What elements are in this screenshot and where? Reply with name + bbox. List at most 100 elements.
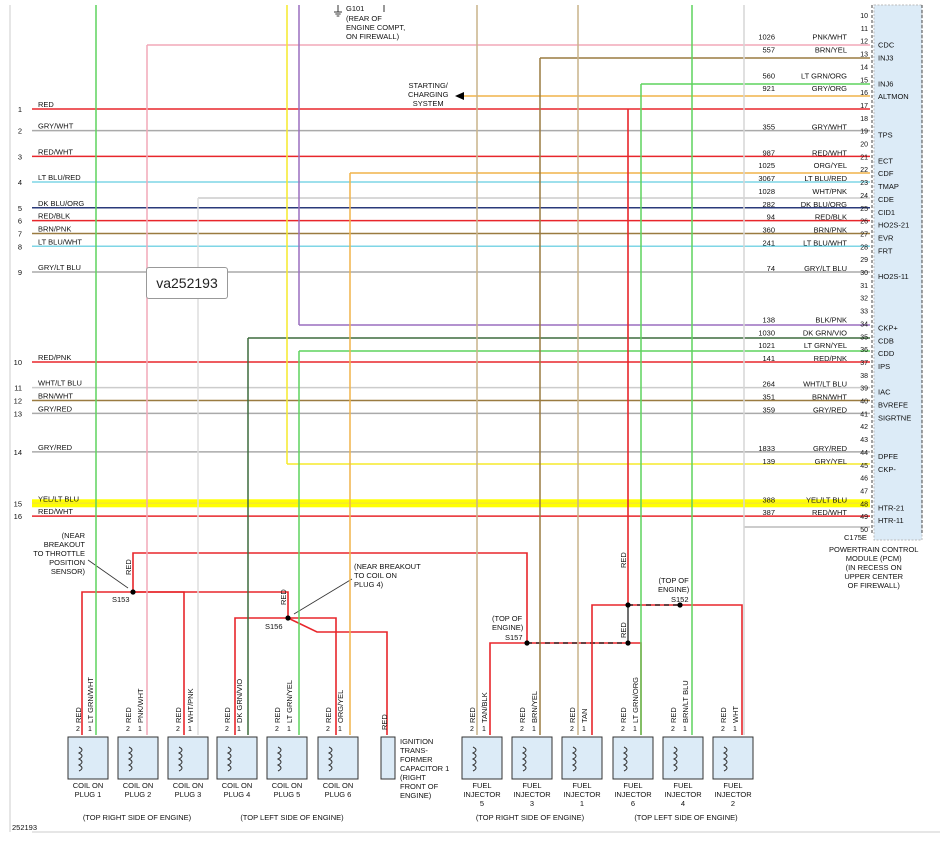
doc-number: 252193 [12,823,38,832]
pcm-pin-function: HO2S-11 [878,272,909,281]
wire-number: 15 [14,499,22,508]
component-body [167,736,209,780]
pcm-pin-number: 17 [860,103,868,110]
pin-2-wire-color: RED [74,707,83,723]
coil-symbol [471,746,477,772]
pcm-wire-color: PNK/WHT [812,33,847,42]
pcm-pin-function: CDF [878,169,894,178]
component-body [461,736,503,780]
wire-number: 7 [18,229,22,238]
pcm-wire-color: BRN/PNK [814,225,847,234]
wire-number: 5 [18,204,22,213]
component-name: 1 [580,799,584,808]
pcm-pin-function: HTR-21 [878,503,904,512]
pcm-wire-color: LT GRN/ORG [801,71,847,80]
pcm-wire-color: WHT/LT BLU [803,380,847,389]
splice-red-label: RED [124,559,133,575]
pcm-pin-number: 32 [860,296,868,303]
wire-number: 12 [14,397,22,406]
coil-symbol [127,746,133,772]
component-name: FUEL [472,781,491,790]
pin-1-wire-color: DK GRN/VIO [235,679,244,723]
pcm-pin-number: 44 [860,450,868,457]
component-name: INJECTOR [563,790,601,799]
coil-symbol [622,746,628,772]
pcm-wire-color: DK GRN/VIO [803,328,847,337]
pcm-circuit-number: 94 [767,213,775,222]
component-name: INJECTOR [614,790,652,799]
component-body [662,736,704,780]
wire-number: 3 [18,152,22,161]
pcm-circuit-number: 987 [762,148,775,157]
pcm-wire-color: ORG/YEL [814,161,847,170]
splice-node [625,602,631,608]
component-name: PLUG 3 [175,790,202,799]
pin-1-wire-color: TAN/BLK [480,692,489,723]
splice-s156-capacitor [287,617,388,735]
pcm-wire-color: BLK/PNK [815,315,847,324]
component-body [712,736,754,780]
pcm-pin-number: 41 [860,411,868,418]
pcm-connector-body [873,4,923,541]
pcm-wire-color: YEL/LT BLU [806,495,847,504]
pin-2-label: 2 [176,726,180,733]
wire-color-label: DK BLU/ORG [38,199,84,208]
location-label: (TOP RIGHT SIDE OF ENGINE) [83,813,192,822]
pin-2-label: 2 [671,726,675,733]
pcm-circuit-number: 241 [762,238,775,247]
wire-color-label: BRN/WHT [38,392,73,401]
coil-symbol [571,746,577,772]
capacitor-body [380,736,396,780]
pin-1-label: 1 [482,726,486,733]
wire-number: 6 [18,217,22,226]
pcm-pin-function: CDC [878,41,895,50]
wire-number: 14 [14,448,22,457]
pin-1-label: 1 [532,726,536,733]
pin-2-label: 2 [721,726,725,733]
component-body [266,736,308,780]
wire-color-label: RED/BLK [38,212,70,221]
component-body [67,736,109,780]
pcm-pin-number: 39 [860,386,868,393]
component-name: COIL ON [73,781,104,790]
pcm-pin-number: 31 [860,283,868,290]
pcm-wire-color: GRY/YEL [815,457,847,466]
wire-color-label: RED/WHT [38,507,73,516]
wire-color-label: YEL/LT BLU [38,494,79,503]
wire-number: 9 [18,268,22,277]
pcm-circuit-number: 1833 [758,444,775,453]
pcm-pin-function: CKP+ [878,323,898,332]
pin-2-label: 2 [470,726,474,733]
starting-charging-label: STARTING/ CHARGING SYSTEM [408,81,449,108]
s153-id: S153 [112,595,130,604]
pin-2-label: 2 [520,726,524,733]
pin-1-label: 1 [633,726,637,733]
pcm-wire-color: RED/BLK [815,213,847,222]
pcm-pin-function: BVREFE [878,401,908,410]
pcm-circuit-number: 351 [762,393,775,402]
splice-node [524,640,530,646]
wire-color-label: WHT/LT BLU [38,379,82,388]
splice-node [130,589,136,595]
pcm-circuit-number: 74 [767,264,775,273]
leader-s156 [293,578,353,615]
pcm-circuit-number: 360 [762,225,775,234]
pin-1-label: 1 [683,726,687,733]
pin-1-label: 1 [733,726,737,733]
component-body [612,736,654,780]
wire-color-label: RED [38,100,54,109]
pin-2-wire-color: RED [124,707,133,723]
pin-2-label: 2 [76,726,80,733]
pcm-pin-number: 46 [860,476,868,483]
coil-symbol [327,746,333,772]
pcm-wire-color: LT BLU/RED [804,174,847,183]
component-name: PLUG 4 [224,790,251,799]
pin-2-label: 2 [621,726,625,733]
pcm-pin-number: 26 [860,219,868,226]
coil-symbol [77,746,83,772]
component-name: FUEL [723,781,742,790]
pcm-pin-number: 12 [860,39,868,46]
wire-color-label: GRY/LT BLU [38,263,81,272]
pcm-pin-function: TMAP [878,182,899,191]
wire-color-label: RED/PNK [38,353,71,362]
